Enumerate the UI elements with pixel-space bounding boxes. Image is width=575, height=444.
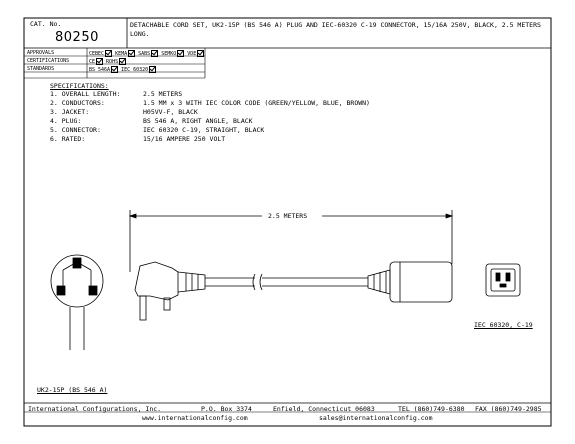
standards-label: STANDARDS [27, 66, 55, 72]
telephone: TEL (860)749-6380 [398, 405, 465, 413]
spec-item: 3. JACKET:H05VV-F, BLACK [50, 108, 198, 116]
length-dimension [128, 210, 454, 272]
spec-item: 6. RATED:15/16 AMPERE 250 VOLT [50, 135, 226, 143]
spec-item: 2. CONDUCTORS:1.5 MM x 3 WITH IEC COLOR … [50, 99, 370, 107]
cat-no-label: CAT. No. [30, 20, 62, 28]
connector-front-view [485, 263, 521, 297]
approvals-label: APPROVALS [27, 50, 55, 56]
approvals-list: CEBEC KEMA SABS SEMKO VDE [89, 49, 205, 57]
spec-item: 1. OVERALL LENGTH:2.5 METERS [50, 90, 183, 98]
certifications-list: CE ROHS [89, 57, 127, 65]
certifications-label: CERTIFICATIONS [27, 58, 70, 64]
address: Enfield, Connecticut 06083 [273, 405, 375, 413]
po-box: P.O. Box 3374 [201, 405, 252, 413]
standards-list: BS 546A IEC 60320 [89, 65, 157, 73]
plug-front-view [50, 254, 104, 350]
plug-label: UK2-15P (BS 546 A) [37, 386, 108, 394]
cat-no-value: 80250 [55, 30, 99, 45]
website-link[interactable]: www.internationalconfig.com [142, 414, 248, 422]
company-name: International Configurations, Inc. [28, 405, 162, 413]
fax: FAX (860)749-2985 [475, 405, 542, 413]
plug-side-view [134, 261, 206, 321]
connector-label: IEC 60320, C-19 [474, 321, 533, 329]
email-link[interactable]: sales@internationalconfig.com [319, 414, 433, 422]
spec-item: 5. CONNECTOR:IEC 60320 C-19, STRAIGHT, B… [50, 126, 265, 134]
length-label: 2.5 METERS [266, 212, 310, 220]
c19-connector [367, 261, 453, 303]
spec-item: 4. PLUG:BS 546 A, RIGHT ANGLE, BLACK [50, 117, 253, 125]
cord [205, 273, 368, 291]
specs-heading: SPECIFICATIONS: [50, 82, 109, 90]
product-description: DETACHABLE CORD SET, UK2-15P (BS 546 A) … [130, 21, 541, 38]
